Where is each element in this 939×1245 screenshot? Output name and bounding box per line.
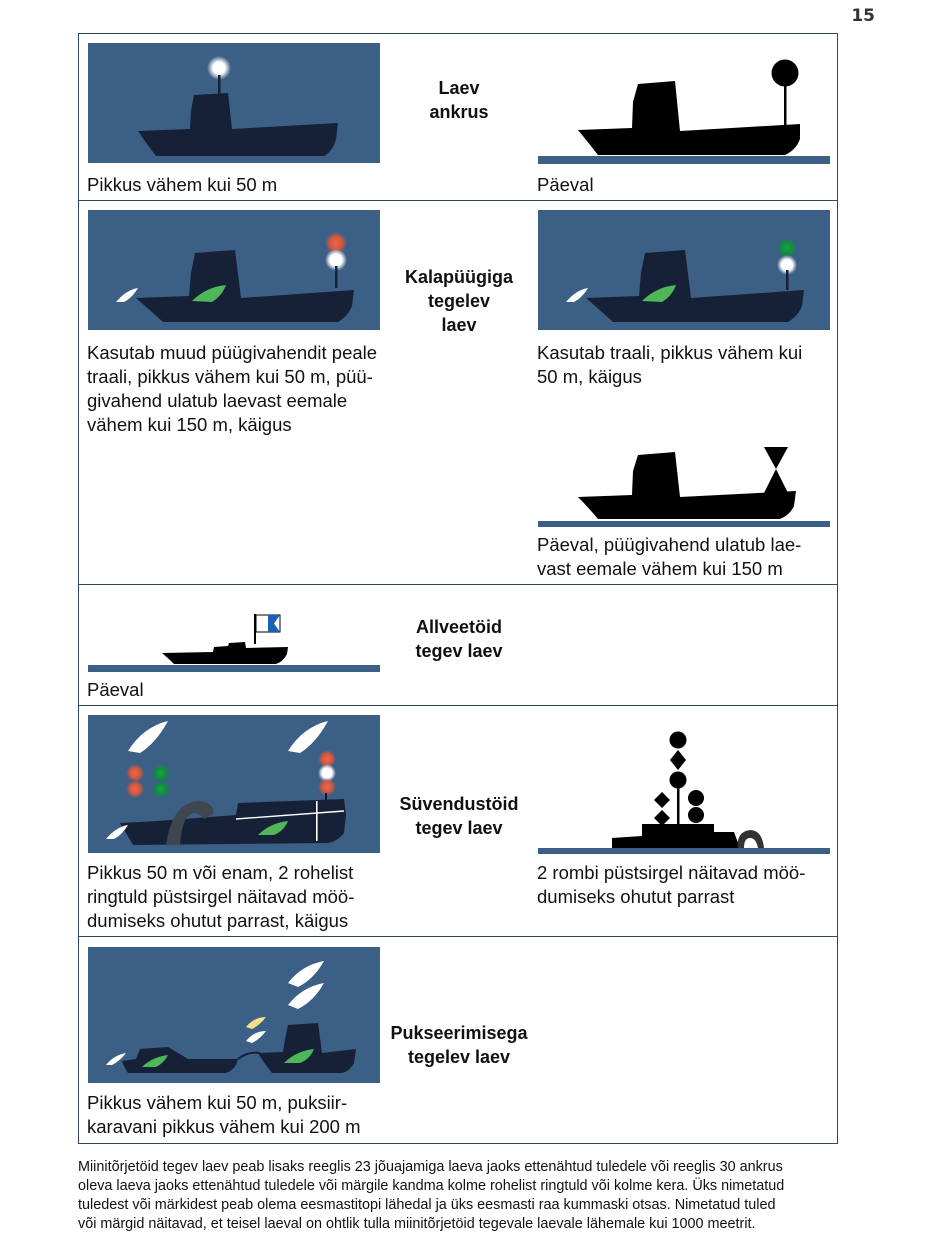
green-all-round-light bbox=[152, 764, 170, 782]
green-all-round-light bbox=[777, 238, 797, 258]
caption-fishing-day: Päeval, püügivahend ulatub lae- vast eem… bbox=[537, 533, 801, 581]
caption-line: Pikkus 50 m või enam, 2 rohelist bbox=[87, 862, 354, 883]
masthead-light bbox=[288, 983, 324, 1009]
caption-fishing-other-gear: Kasutab muud püügivahendit peale traali,… bbox=[87, 341, 377, 437]
green-all-round-light bbox=[152, 780, 170, 798]
masthead-light bbox=[566, 288, 588, 302]
row-title-towing: Pukseerimisega tegelev laev bbox=[384, 1021, 534, 1069]
day-diving-flag-illustration bbox=[88, 614, 380, 672]
title-line: tegelev laev bbox=[407, 1047, 511, 1067]
caption-anchor-day: Päeval bbox=[537, 174, 594, 195]
caption-trawling: Kasutab traali, pikkus vähem kui 50 m, k… bbox=[537, 341, 802, 389]
caption-line: Pikkus vähem kui 50 m, puksiir- bbox=[87, 1092, 348, 1113]
diamond-icon bbox=[670, 750, 686, 770]
footnote-line: tuledest või märkidest peab olema eesmas… bbox=[78, 1197, 776, 1213]
masthead-light bbox=[128, 721, 168, 753]
footnote-line: oleva laeva jaoks ettenähtud tuledele võ… bbox=[78, 1178, 785, 1194]
anchor-light bbox=[207, 56, 231, 80]
diamond-icon bbox=[654, 810, 670, 826]
title-line: tegev laev bbox=[415, 641, 503, 661]
page-number: 15 bbox=[851, 6, 875, 26]
caption-dredging-night: Pikkus 50 m või enam, 2 rohelist ringtul… bbox=[87, 861, 354, 933]
ball-icon bbox=[669, 771, 687, 789]
footnote-line: Miinitõrjetöid tegev laev peab lisaks re… bbox=[78, 1159, 783, 1175]
day-anchor-ball-illustration bbox=[538, 59, 830, 164]
caption-anchor-night: Pikkus vähem kui 50 m bbox=[87, 174, 278, 195]
dredge-pipe bbox=[737, 830, 764, 848]
caption-dredging-day: 2 rombi püstsirgel näitavad möö- dumisek… bbox=[537, 861, 805, 909]
title-line: laev bbox=[441, 315, 477, 335]
day-dredging-shapes-illustration bbox=[538, 731, 830, 854]
row-vessel-at-anchor: Laev ankrus Pikkus vähem kui 50 m Päeval bbox=[79, 34, 837, 201]
ball-icon bbox=[669, 731, 687, 749]
signals-table: Laev ankrus Pikkus vähem kui 50 m Päeval bbox=[78, 33, 838, 1144]
green-sidelight bbox=[258, 821, 288, 835]
caption-line: givahend ulatub laevast eemale bbox=[87, 390, 348, 411]
caption-line: ringtuld püstsirgel näitavad möö- bbox=[87, 886, 355, 907]
title-line: ankrus bbox=[429, 102, 489, 122]
caption-line: 2 rombi püstsirgel näitavad möö- bbox=[537, 862, 806, 883]
title-line: Süvendustöid bbox=[399, 794, 519, 814]
red-all-round-light bbox=[325, 232, 347, 254]
masthead-light bbox=[288, 721, 328, 753]
towing-light bbox=[246, 1017, 266, 1029]
title-line: Pukseerimisega bbox=[390, 1023, 528, 1043]
footnote-mine-clearance: Miinitõrjetöid tegev laev peab lisaks re… bbox=[78, 1158, 878, 1234]
green-sidelight bbox=[642, 285, 676, 302]
title-line: tegev laev bbox=[415, 818, 503, 838]
row-diving-operations: Allveetöid tegev laev Päeval bbox=[79, 585, 837, 706]
caption-line: vast eemale vähem kui 150 m bbox=[537, 558, 783, 579]
night-fishing-other-gear-illustration bbox=[88, 210, 380, 330]
masthead-light bbox=[116, 288, 138, 302]
caption-line: Kasutab traali, pikkus vähem kui bbox=[537, 342, 803, 363]
caption-line: traali, pikkus vähem kui 50 m, püü- bbox=[87, 366, 373, 387]
row-title-fishing-vessel: Kalapüügiga tegelev laev bbox=[384, 265, 534, 337]
caption-towing-night: Pikkus vähem kui 50 m, puksiir- karavani… bbox=[87, 1091, 361, 1139]
row-title-dredging: Süvendustöid tegev laev bbox=[384, 792, 534, 840]
green-sidelight bbox=[284, 1049, 314, 1063]
title-line: Kalapüügiga bbox=[404, 267, 513, 287]
night-trawling-illustration bbox=[538, 210, 830, 330]
masthead-light bbox=[288, 961, 324, 987]
cone-up-icon bbox=[764, 469, 788, 493]
ball-icon bbox=[688, 807, 704, 823]
caption-diving-day: Päeval bbox=[87, 679, 144, 700]
night-towing-illustration bbox=[88, 947, 380, 1083]
caption-line: vähem kui 150 m, käigus bbox=[87, 414, 292, 435]
day-fishing-cones-illustration bbox=[538, 447, 830, 527]
row-towing: Pukseerimisega tegelev laev Pikkus vähem… bbox=[79, 937, 837, 1143]
row-title-vessel-at-anchor: Laev ankrus bbox=[384, 76, 534, 124]
ball-icon bbox=[688, 790, 704, 806]
white-all-round-light bbox=[325, 249, 347, 271]
row-dredging: Süvendustöid tegev laev Pikkus 50 m või … bbox=[79, 706, 837, 937]
diamond-icon bbox=[654, 792, 670, 808]
title-line: Laev bbox=[438, 78, 480, 98]
caption-line: Päeval, püügivahend ulatub lae- bbox=[537, 534, 802, 555]
title-line: Allveetöid bbox=[415, 617, 503, 637]
cone-down-icon bbox=[764, 447, 788, 469]
caption-line: dumiseks ohutut parrast bbox=[537, 886, 735, 907]
night-dredging-illustration bbox=[88, 715, 380, 853]
row-fishing-vessel: Kalapüügiga tegelev laev Kasutab muud pü… bbox=[79, 201, 837, 585]
caption-line: dumiseks ohutut parrast, käigus bbox=[87, 910, 349, 931]
night-anchor-illustration bbox=[88, 43, 380, 163]
white-all-round-light bbox=[777, 255, 797, 275]
green-sidelight bbox=[142, 1055, 168, 1067]
title-line: tegelev bbox=[427, 291, 491, 311]
footnote-line: või märgid näitavad, et teisel laeval on… bbox=[78, 1216, 756, 1232]
caption-line: 50 m, käigus bbox=[537, 366, 642, 387]
dredge-pipe bbox=[166, 801, 214, 845]
alpha-flag-icon bbox=[268, 615, 280, 632]
caption-line: karavani pikkus vähem kui 200 m bbox=[87, 1116, 361, 1137]
row-title-diving-operations: Allveetöid tegev laev bbox=[384, 615, 534, 663]
caption-line: Kasutab muud püügivahendit peale bbox=[87, 342, 378, 363]
green-sidelight bbox=[192, 285, 226, 302]
black-ball-icon bbox=[771, 59, 799, 87]
